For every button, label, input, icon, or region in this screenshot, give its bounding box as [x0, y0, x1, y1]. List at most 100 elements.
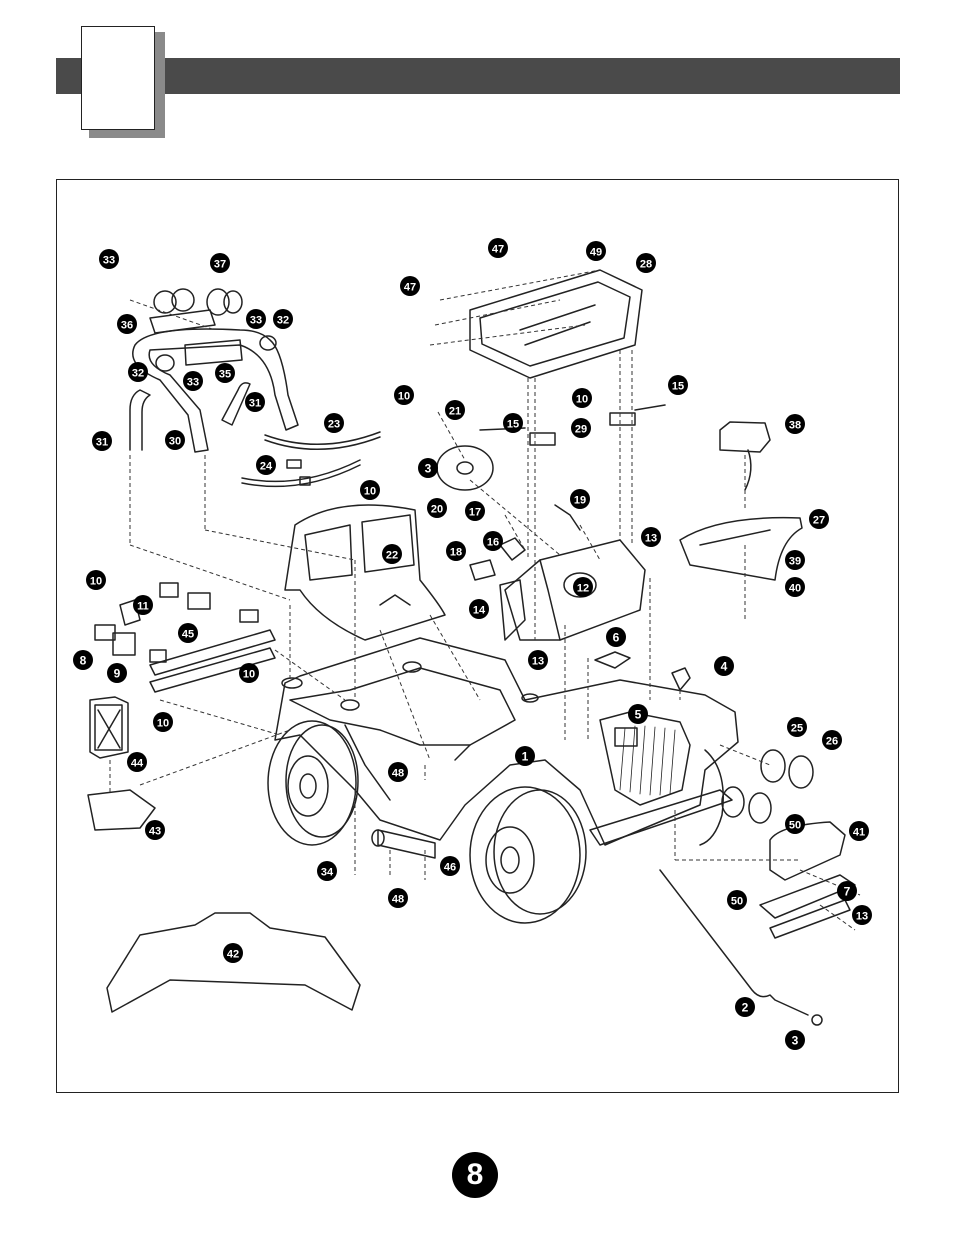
callout-label: 37: [214, 259, 226, 271]
callout-circle: [849, 821, 869, 841]
callout-label: 50: [731, 896, 743, 908]
callout-circle: [382, 544, 402, 564]
callout-label: 10: [364, 486, 376, 498]
callout-label: 32: [277, 315, 289, 327]
callout-label: 33: [187, 377, 199, 389]
callout-label: 44: [131, 758, 144, 770]
callout-26: 26: [822, 730, 842, 750]
callout-11: 11: [133, 595, 153, 615]
callout-circle: [822, 730, 842, 750]
section-tab: [81, 26, 155, 130]
callout-label: 28: [640, 259, 652, 271]
callout-41: 41: [849, 821, 869, 841]
callout-label: 50: [789, 820, 801, 832]
callout-circle: [117, 314, 137, 334]
callout-label: 33: [103, 255, 115, 267]
callout-5: 5: [628, 704, 648, 724]
callout-circle: [153, 712, 173, 732]
callout-label: 15: [507, 419, 519, 431]
callout-label: 4: [721, 660, 728, 674]
callout-circle: [785, 550, 805, 570]
callout-10: 10: [394, 385, 414, 405]
callout-label: 42: [227, 949, 239, 961]
callout-label: 45: [182, 629, 194, 641]
callout-27: 27: [809, 509, 829, 529]
steering-wheel: [436, 445, 494, 491]
callout-42: 42: [223, 943, 243, 963]
callout-16: 16: [483, 531, 503, 551]
callout-label: 49: [590, 247, 602, 259]
callout-18: 18: [446, 541, 466, 561]
callout-label: 29: [575, 424, 587, 436]
callout-39: 39: [785, 550, 805, 570]
callout-label: 39: [789, 556, 801, 568]
callout-label: 8: [80, 654, 87, 668]
callout-label: 22: [386, 550, 398, 562]
callout-circle: [606, 627, 626, 647]
callout-circle: [785, 814, 805, 834]
motor: [371, 829, 436, 859]
callout-label: 11: [137, 601, 149, 613]
callout-circle: [735, 997, 755, 1017]
callout-circle: [636, 253, 656, 273]
callout-6: 6: [606, 627, 626, 647]
callout-label: 35: [219, 369, 231, 381]
callout-label: 10: [576, 394, 588, 406]
callout-21: 21: [445, 400, 465, 420]
callout-14: 14: [469, 599, 489, 619]
callout-label: 15: [672, 381, 684, 393]
callout-circle: [145, 820, 165, 840]
callout-circle: [183, 371, 203, 391]
callout-circle: [469, 599, 489, 619]
callout-circle: [586, 241, 606, 261]
callout-label: 10: [398, 391, 410, 403]
callout-31: 31: [92, 431, 112, 451]
callout-circle: [837, 881, 857, 901]
callout-circle: [246, 309, 266, 329]
callout-circle: [107, 663, 127, 683]
callout-circle: [572, 388, 592, 408]
callout-25: 25: [787, 717, 807, 737]
callout-10: 10: [572, 388, 592, 408]
callout-label: 32: [132, 368, 144, 380]
light-bar: [149, 288, 277, 372]
callout-label: 21: [449, 406, 461, 418]
callout-label: 3: [425, 462, 432, 476]
callout-circle: [245, 392, 265, 412]
callout-label: 47: [492, 244, 504, 256]
callout-2: 2: [735, 997, 755, 1017]
front-bumper: [759, 821, 856, 939]
callout-20: 20: [427, 498, 447, 518]
callout-50: 50: [727, 890, 747, 910]
wire-harness: [241, 431, 381, 488]
callout-32: 32: [273, 309, 293, 329]
callout-3: 3: [418, 458, 438, 478]
callout-17: 17: [465, 501, 485, 521]
callout-circle: [727, 890, 747, 910]
callout-label: 24: [260, 461, 273, 473]
callout-circle: [809, 509, 829, 529]
callout-label: 31: [249, 398, 261, 410]
callout-15: 15: [503, 413, 523, 433]
callout-circle: [324, 413, 344, 433]
callout-10: 10: [153, 712, 173, 732]
callout-45: 45: [178, 623, 198, 643]
callout-label: 13: [532, 656, 544, 668]
callout-label: 6: [613, 631, 620, 645]
callout-circle: [573, 577, 593, 597]
callout-label: 20: [431, 504, 443, 516]
callout-circle: [628, 704, 648, 724]
callout-13: 13: [641, 527, 661, 547]
callout-circle: [178, 623, 198, 643]
callout-label: 17: [469, 507, 481, 519]
callout-label: 10: [243, 669, 255, 681]
callout-circle: [223, 943, 243, 963]
callout-label: 27: [813, 515, 825, 527]
callout-24: 24: [256, 455, 276, 475]
callout-label: 40: [789, 583, 801, 595]
jeep-body: [274, 637, 739, 846]
callout-label: 9: [114, 667, 121, 681]
callout-46: 46: [440, 856, 460, 876]
